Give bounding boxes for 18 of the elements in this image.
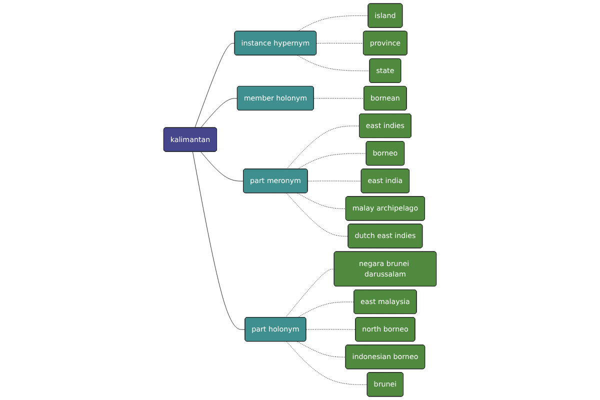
connector	[308, 180, 362, 182]
connector	[297, 153, 367, 170]
connector	[194, 43, 235, 128]
connector	[200, 98, 238, 128]
connector	[297, 341, 346, 358]
connector	[297, 302, 354, 318]
connector	[200, 152, 244, 182]
connector	[314, 98, 364, 99]
connector	[297, 192, 346, 209]
connector	[316, 42, 364, 44]
connector	[297, 55, 370, 72]
connector	[286, 126, 360, 170]
connector	[306, 329, 356, 330]
connector	[285, 268, 335, 318]
connector	[297, 16, 368, 32]
connector	[286, 341, 368, 385]
connector	[192, 152, 246, 330]
connector	[286, 192, 348, 236]
